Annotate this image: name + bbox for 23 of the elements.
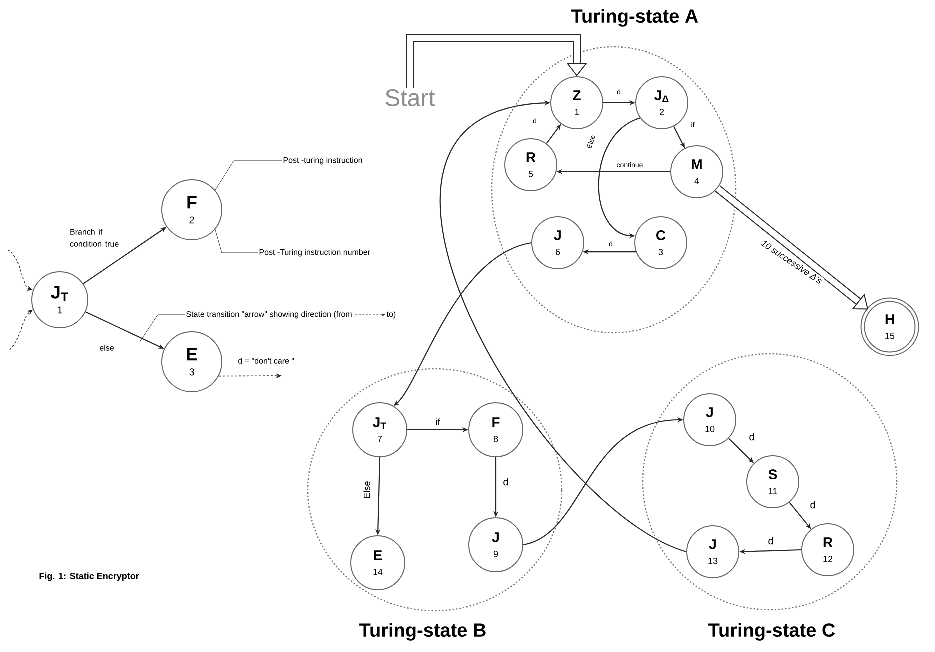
group-title: Turing-state B [360,623,486,641]
note-text: to) [386,311,396,319]
edge-label: else [98,344,116,352]
group-title: Turing-state C [708,623,836,641]
figure-caption: Fig. 1: Static Encryptor [40,572,140,582]
start-label: Start [386,90,436,106]
edge-label: d [809,500,817,510]
edge-label: d = "don't care " [237,357,296,365]
note-text: Post -Turing instruction number [260,249,370,257]
hollow-arrow [406,34,588,88]
note-text: Post -turing instruction [284,157,362,165]
edge-label: d [767,536,775,546]
arrow [440,100,687,552]
group-title: Turing-state A [572,9,698,27]
leader-line [215,160,282,191]
note-text: State transition "arrow" showing direction (from [186,311,352,319]
edge-label: d [748,432,756,442]
edge-label: Branch if condition true [69,228,127,248]
leader-line [140,314,186,342]
edge-label: if [434,418,442,426]
leader-line [215,229,258,254]
edge-label: d [502,477,510,487]
edge-label: Else [362,480,372,500]
